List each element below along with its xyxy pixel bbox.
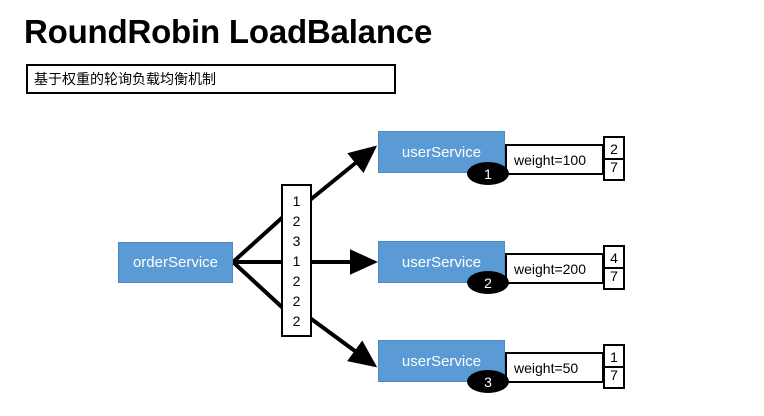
node-user-service-2-label: userService bbox=[401, 253, 482, 271]
node-order-service-label: orderService bbox=[132, 254, 219, 271]
ratio-numerator-2: 4 bbox=[610, 250, 618, 266]
weight-box-2: weight=200 bbox=[505, 253, 604, 284]
weight-box-1: weight=100 bbox=[505, 144, 604, 175]
weighted-sequence-box: 1 2 3 1 2 2 2 bbox=[281, 184, 312, 337]
index-badge-3: 3 bbox=[467, 370, 509, 393]
node-user-service-3-label: userService bbox=[401, 352, 482, 370]
ratio-denominator-2: 7 bbox=[610, 268, 618, 284]
edge-order-to-seq-bottom bbox=[231, 260, 286, 311]
sequence-value: 1 bbox=[292, 192, 301, 209]
subtitle-box: 基于权重的轮询负载均衡机制 bbox=[26, 64, 396, 94]
subtitle-text: 基于权重的轮询负载均衡机制 bbox=[34, 71, 216, 87]
ratio-numerator-1: 2 bbox=[610, 141, 618, 157]
ratio-denominator-1: 7 bbox=[610, 159, 618, 175]
ratio-divider-1 bbox=[605, 157, 623, 160]
sequence-value: 2 bbox=[292, 212, 301, 229]
ratio-divider-3 bbox=[605, 365, 623, 368]
index-badge-1: 1 bbox=[467, 162, 509, 185]
sequence-value: 2 bbox=[292, 292, 301, 309]
node-order-service[interactable]: orderService bbox=[118, 242, 233, 283]
ratio-box-2: 4 7 bbox=[603, 245, 625, 290]
sequence-value: 2 bbox=[292, 272, 301, 289]
index-badge-1-value: 1 bbox=[484, 165, 492, 182]
weight-label-1: weight=100 bbox=[514, 151, 587, 168]
node-user-service-1-label: userService bbox=[401, 143, 482, 161]
page-title: RoundRobin LoadBalance bbox=[24, 13, 433, 50]
ratio-box-3: 1 7 bbox=[603, 344, 625, 389]
ratio-box-1: 2 7 bbox=[603, 136, 625, 181]
node-user-service-2[interactable]: userService bbox=[378, 241, 505, 283]
ratio-divider-2 bbox=[605, 266, 623, 269]
edge-seq-to-user-1 bbox=[308, 145, 378, 202]
sequence-value: 3 bbox=[292, 232, 301, 249]
index-badge-2: 2 bbox=[467, 271, 509, 294]
weight-box-3: weight=50 bbox=[505, 352, 604, 383]
edge-seq-to-user-3 bbox=[308, 316, 378, 368]
sequence-value: 2 bbox=[292, 312, 301, 329]
weight-label-3: weight=50 bbox=[514, 359, 579, 376]
ratio-numerator-3: 1 bbox=[610, 349, 618, 365]
index-badge-3-value: 3 bbox=[484, 373, 492, 390]
index-badge-2-value: 2 bbox=[484, 274, 492, 291]
ratio-denominator-3: 7 bbox=[610, 367, 618, 383]
sequence-value: 1 bbox=[292, 252, 301, 269]
weight-label-2: weight=200 bbox=[514, 260, 587, 277]
edge-order-to-seq-top bbox=[231, 214, 286, 264]
